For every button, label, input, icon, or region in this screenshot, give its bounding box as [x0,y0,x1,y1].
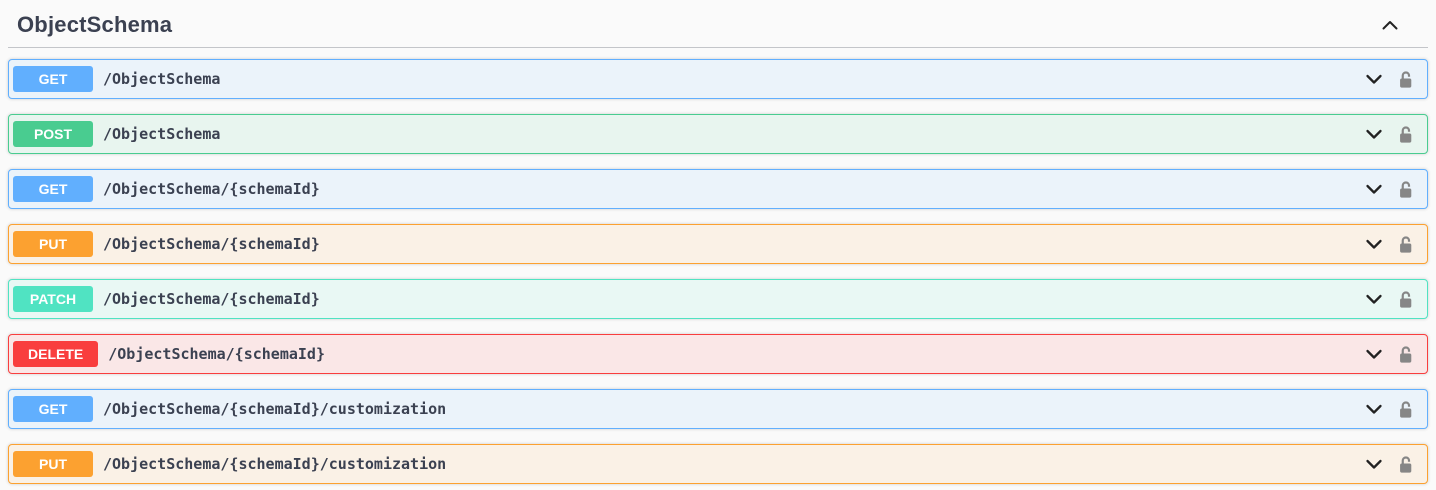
auth-lock-button[interactable] [1396,289,1415,310]
row-controls [1364,344,1415,365]
auth-lock-button[interactable] [1396,69,1415,90]
unlock-icon [1400,345,1412,363]
operation-row[interactable]: GET /ObjectSchema/{schemaId} [8,169,1428,209]
operation-path: /ObjectSchema/{schemaId} [103,235,320,253]
chevron-down-icon[interactable] [1364,234,1384,254]
operation-row[interactable]: PATCH /ObjectSchema/{schemaId} [8,279,1428,319]
operation-path: /ObjectSchema/{schemaId} [103,180,320,198]
operations-list: GET /ObjectSchema POST /ObjectSchema [8,59,1428,484]
auth-lock-button[interactable] [1396,179,1415,200]
collapse-section-button[interactable] [1380,15,1400,35]
unlock-icon [1400,290,1412,308]
row-controls [1364,234,1415,255]
chevron-down-icon[interactable] [1364,69,1384,89]
method-badge: PUT [13,231,93,257]
chevron-down-icon[interactable] [1364,344,1384,364]
operation-row[interactable]: GET /ObjectSchema [8,59,1428,99]
row-controls [1364,454,1415,475]
row-controls [1364,399,1415,420]
method-badge: GET [13,176,93,202]
chevron-up-icon [1382,21,1398,30]
unlock-icon [1400,455,1412,473]
operation-row[interactable]: PUT /ObjectSchema/{schemaId}/customizati… [8,444,1428,484]
section-header: ObjectSchema [8,0,1428,48]
method-badge: GET [13,66,93,92]
operation-path: /ObjectSchema/{schemaId} [108,345,325,363]
unlock-icon [1400,70,1412,88]
auth-lock-button[interactable] [1396,454,1415,475]
chevron-down-icon[interactable] [1364,124,1384,144]
method-badge: POST [13,121,93,147]
method-badge: GET [13,396,93,422]
chevron-down-icon[interactable] [1364,399,1384,419]
auth-lock-button[interactable] [1396,234,1415,255]
operation-path: /ObjectSchema [103,70,221,88]
unlock-icon [1400,125,1412,143]
chevron-down-icon[interactable] [1364,454,1384,474]
method-badge: DELETE [13,341,99,367]
row-controls [1364,69,1415,90]
row-controls [1364,289,1415,310]
section-title[interactable]: ObjectSchema [17,12,173,37]
auth-lock-button[interactable] [1396,344,1415,365]
operation-row[interactable]: POST /ObjectSchema [8,114,1428,154]
method-badge: PATCH [13,286,93,312]
auth-lock-button[interactable] [1396,124,1415,145]
operation-row[interactable]: GET /ObjectSchema/{schemaId}/customizati… [8,389,1428,429]
auth-lock-button[interactable] [1396,399,1415,420]
row-controls [1364,124,1415,145]
unlock-icon [1400,235,1412,253]
operation-row[interactable]: PUT /ObjectSchema/{schemaId} [8,224,1428,264]
operation-path: /ObjectSchema/{schemaId} [103,290,320,308]
chevron-down-icon[interactable] [1364,289,1384,309]
operation-path: /ObjectSchema [103,125,221,143]
unlock-icon [1400,400,1412,418]
operation-path: /ObjectSchema/{schemaId}/customization [103,400,447,418]
method-badge: PUT [13,451,93,477]
chevron-down-icon[interactable] [1364,179,1384,199]
row-controls [1364,179,1415,200]
operation-path: /ObjectSchema/{schemaId}/customization [103,455,447,473]
unlock-icon [1400,180,1412,198]
operation-row[interactable]: DELETE /ObjectSchema/{schemaId} [8,334,1428,374]
